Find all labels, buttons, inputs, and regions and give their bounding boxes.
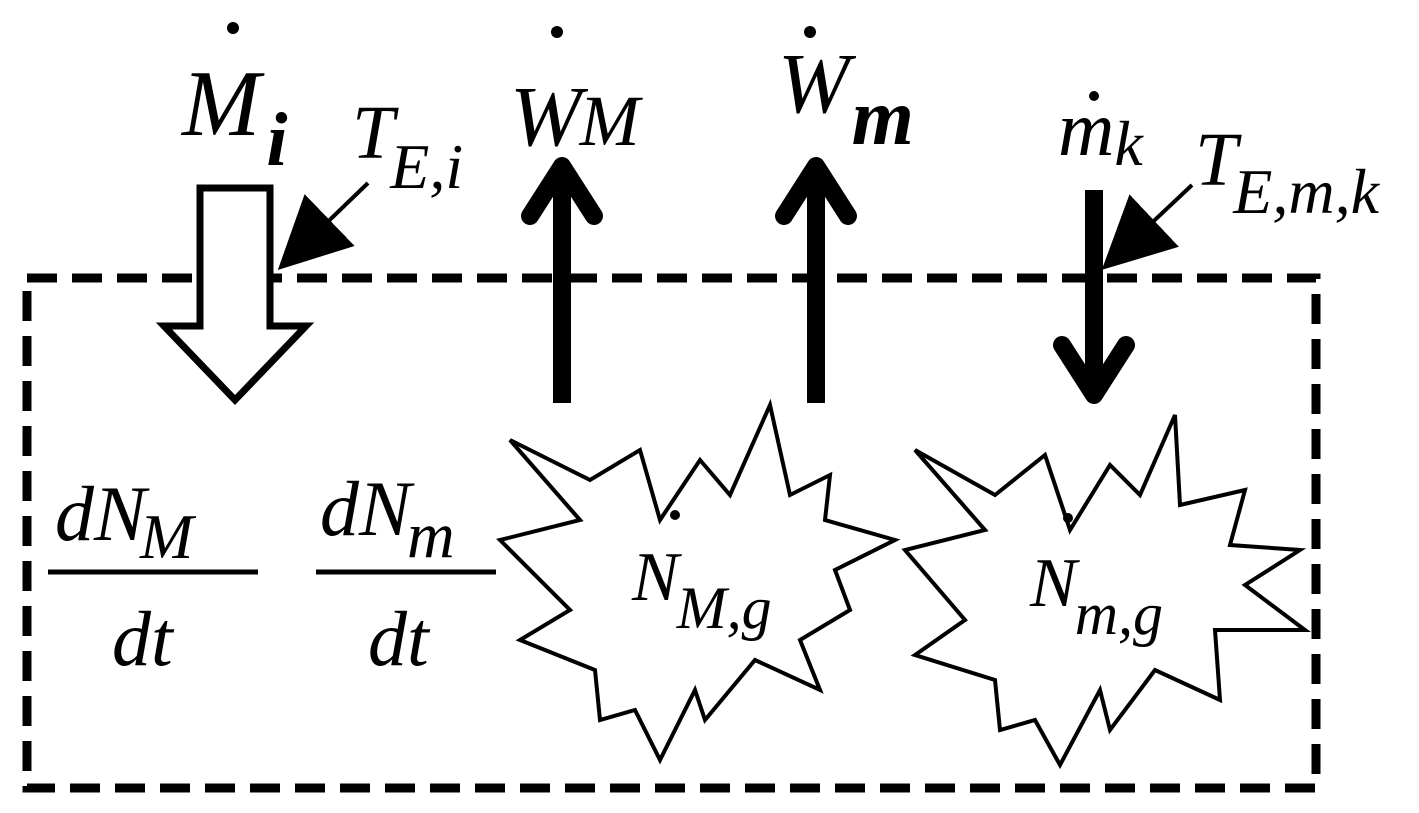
control-volume-boundary [22, 273, 1321, 793]
work-m-arrow-head [775, 157, 857, 225]
dNM-numerator: dNM [55, 470, 197, 572]
mass-in-label: Mi [180, 52, 287, 182]
work-m-dot [804, 26, 816, 38]
generation-m-burst [901, 414, 1311, 770]
dNm-numerator: dNm [320, 465, 455, 572]
gen-m-label: Nm,g [1029, 545, 1163, 647]
work-M-label: WM [510, 68, 644, 164]
temp-in-label: TE,i [352, 91, 463, 202]
temp-in-pointer [277, 181, 370, 270]
mass-in-dot [227, 22, 239, 34]
work-m-label: Wm [778, 35, 914, 162]
dNM-denominator: dt [112, 595, 175, 682]
temp-k-label: TE,m,k [1195, 118, 1381, 227]
dNm-denominator: dt [368, 595, 431, 682]
mass-k-dot [1089, 91, 1099, 101]
gen-M-label: NM,g [631, 539, 772, 641]
gen-m-dot [1063, 513, 1073, 523]
mass-inflow-arrow [155, 184, 315, 406]
temp-k-pointer [1101, 183, 1194, 270]
generation-M-burst [496, 398, 901, 765]
gen-M-dot [670, 510, 680, 520]
work-M-arrow-head [521, 157, 603, 225]
mass-k-arrow-head [1053, 336, 1135, 404]
mass-k-label: mk [1058, 85, 1144, 179]
work-M-dot [551, 26, 563, 38]
